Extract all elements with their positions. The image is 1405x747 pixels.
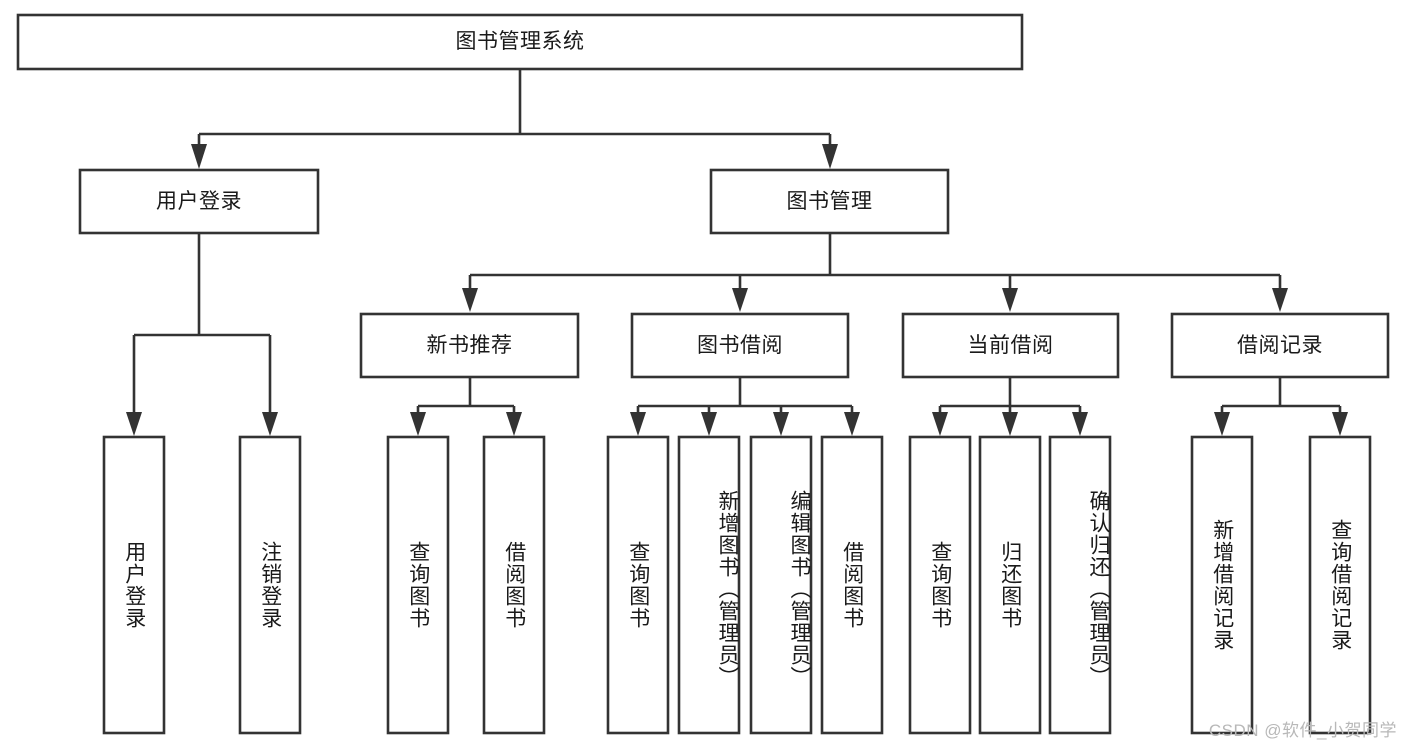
node-box-book-management[interactable]: [709, 168, 950, 235]
node-box-leaf-query-book-1[interactable]: [386, 435, 450, 735]
node-box-leaf-confirm-return[interactable]: [1048, 435, 1112, 735]
node-box-user-login[interactable]: [78, 168, 320, 235]
node-box-leaf-add-book[interactable]: [677, 435, 741, 735]
node-box-leaf-edit-book[interactable]: [749, 435, 813, 735]
node-box-leaf-add-record[interactable]: [1190, 435, 1254, 735]
arrow-root-to-user-login: [191, 144, 207, 169]
connector-group-book-borrow: [630, 378, 860, 436]
node-box-leaf-query-book-3[interactable]: [908, 435, 972, 735]
arrow-to-book-borrow: [732, 288, 748, 312]
node-box-root[interactable]: [16, 13, 1024, 71]
arrow-to-leaf-query-book-3: [932, 412, 948, 436]
node-box-book-borrow[interactable]: [630, 312, 850, 379]
arrow-to-current-borrow: [1002, 288, 1018, 312]
arrow-to-leaf-query-record: [1332, 412, 1348, 436]
arrow-to-leaf-edit-book: [773, 412, 789, 436]
arrow-root-to-book-management: [822, 144, 838, 169]
arrow-to-borrow-record: [1272, 288, 1288, 312]
node-box-leaf-borrow-book-2[interactable]: [820, 435, 884, 735]
connector-group-user-login: [126, 233, 278, 436]
node-box-borrow-record[interactable]: [1170, 312, 1390, 379]
arrow-to-leaf-borrow-book-1: [506, 412, 522, 436]
node-box-new-book-recommend[interactable]: [359, 312, 580, 379]
node-box-leaf-user-logout[interactable]: [238, 435, 302, 735]
connector-group-borrow-record: [1214, 378, 1348, 436]
arrow-to-leaf-user-login: [126, 412, 142, 436]
arrow-to-leaf-borrow-book-2: [844, 412, 860, 436]
arrow-to-leaf-confirm-return: [1072, 412, 1088, 436]
node-box-leaf-query-record[interactable]: [1308, 435, 1372, 735]
connector-group-root: [191, 69, 838, 169]
connector-group-new-book-recommend: [410, 378, 522, 436]
arrow-to-leaf-query-book-2: [630, 412, 646, 436]
arrow-to-leaf-add-book: [701, 412, 717, 436]
connector-group-book-management: [462, 233, 1288, 312]
node-box-leaf-borrow-book-1[interactable]: [482, 435, 546, 735]
connector-group-current-borrow: [932, 378, 1088, 436]
arrow-to-leaf-add-record: [1214, 412, 1230, 436]
node-box-leaf-user-login[interactable]: [102, 435, 166, 735]
watermark-text: CSDN @软件_小贺同学: [1208, 721, 1397, 740]
arrow-to-leaf-query-book-1: [410, 412, 426, 436]
node-box-current-borrow[interactable]: [901, 312, 1120, 379]
arrow-to-leaf-return-book: [1002, 412, 1018, 436]
arrow-to-new-book-recommend: [462, 288, 478, 312]
node-box-leaf-query-book-2[interactable]: [606, 435, 670, 735]
arrow-to-leaf-user-logout: [262, 412, 278, 436]
node-box-leaf-return-book[interactable]: [978, 435, 1042, 735]
